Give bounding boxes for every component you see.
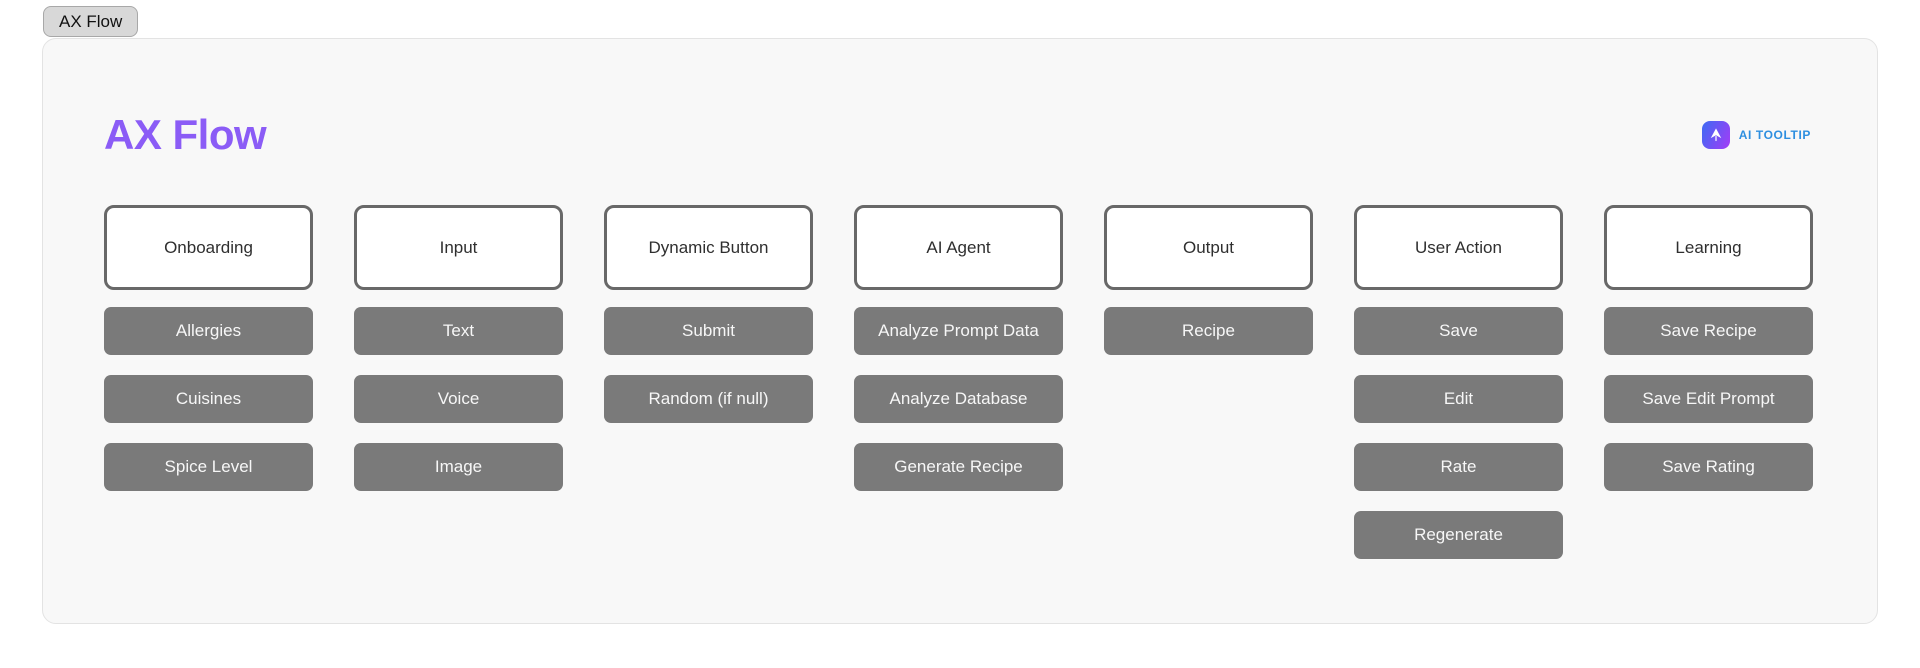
node-button-cuisines[interactable]: Cuisines [104, 375, 313, 423]
node-button-submit[interactable]: Submit [604, 307, 813, 355]
node-button-image[interactable]: Image [354, 443, 563, 491]
node-button-save-edit-prompt[interactable]: Save Edit Prompt [1604, 375, 1813, 423]
node-button-voice[interactable]: Voice [354, 375, 563, 423]
ax-flow-tab[interactable]: AX Flow [43, 6, 139, 37]
node-button-recipe[interactable]: Recipe [1104, 307, 1313, 355]
node-button-spice-level[interactable]: Spice Level [104, 443, 313, 491]
node-button-rate[interactable]: Rate [1354, 443, 1563, 491]
node-button-save[interactable]: Save [1354, 307, 1563, 355]
node-output[interactable]: Output [1104, 205, 1313, 290]
node-user-action[interactable]: User Action [1354, 205, 1563, 290]
panel-header: AX Flow AI TOOLTIP [104, 111, 1816, 159]
node-button-text[interactable]: Text [354, 307, 563, 355]
node-button-generate-recipe[interactable]: Generate Recipe [854, 443, 1063, 491]
node-button-save-recipe[interactable]: Save Recipe [1604, 307, 1813, 355]
page-title: AX Flow [104, 111, 267, 158]
node-onboarding[interactable]: Onboarding [104, 205, 313, 290]
node-ai-agent[interactable]: AI Agent [854, 205, 1063, 290]
node-button-edit[interactable]: Edit [1354, 375, 1563, 423]
ai-tooltip-label: AI TOOLTIP [1738, 128, 1811, 142]
ai-tooltip-icon [1701, 121, 1730, 149]
node-button-random-if-null[interactable]: Random (if null) [604, 375, 813, 423]
node-dynamic-button[interactable]: Dynamic Button [604, 205, 813, 290]
node-button-allergies[interactable]: Allergies [104, 307, 313, 355]
ai-tooltip-badge[interactable]: AI TOOLTIP [1701, 121, 1811, 149]
node-button-analyze-prompt-data[interactable]: Analyze Prompt Data [854, 307, 1063, 355]
node-learning[interactable]: Learning [1604, 205, 1813, 290]
node-button-analyze-database[interactable]: Analyze Database [854, 375, 1063, 423]
node-button-regenerate[interactable]: Regenerate [1354, 511, 1563, 559]
node-input[interactable]: Input [354, 205, 563, 290]
node-button-save-rating[interactable]: Save Rating [1604, 443, 1813, 491]
